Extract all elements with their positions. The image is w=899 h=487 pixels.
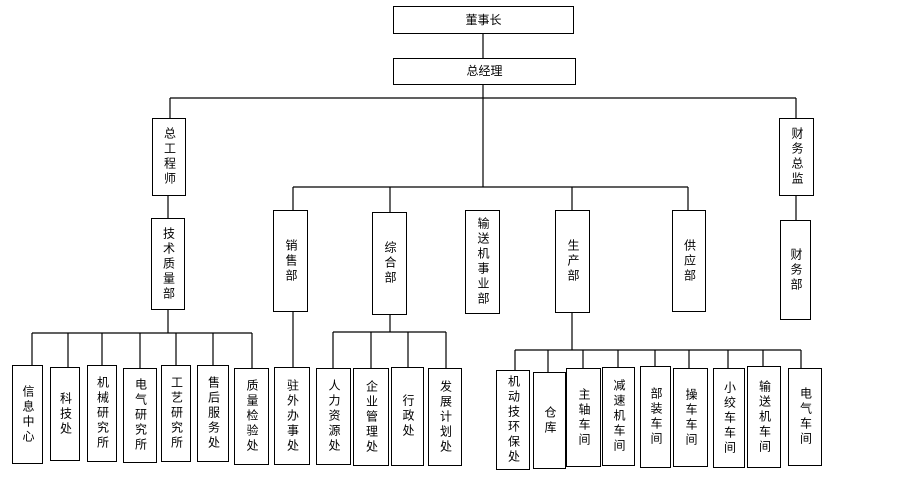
unit-box: 电气研究所 [123, 368, 157, 463]
sales-dept-box: 销售部 [273, 210, 308, 312]
unit-box: 信息中心 [12, 365, 43, 464]
unit-label: 人力资源处 [327, 379, 341, 454]
unit-label: 机械研究所 [95, 376, 110, 451]
unit-box: 人力资源处 [316, 368, 351, 465]
unit-label: 质量检验处 [245, 379, 259, 454]
unit-box: 售后服务处 [197, 365, 229, 462]
unit-label: 科技处 [58, 391, 73, 437]
unit-box: 仓库 [533, 372, 566, 469]
unit-box: 驻外办事处 [274, 367, 310, 465]
unit-box: 电气车间 [788, 368, 822, 466]
unit-box: 操车车间 [673, 368, 708, 467]
unit-label: 机动技环保处 [506, 375, 521, 465]
unit-label: 部装车间 [649, 387, 663, 447]
sales-dept-label: 销售部 [284, 238, 298, 284]
general-manager-label: 总经理 [466, 64, 503, 78]
tech-quality-dept-label: 技术质量部 [161, 226, 176, 302]
supply-dept-label: 供应部 [682, 238, 697, 284]
unit-label: 仓库 [543, 405, 557, 436]
finance-director-label: 财务总监 [790, 127, 804, 187]
unit-box: 输送机车间 [747, 366, 781, 468]
chairman-box: 董事长 [393, 6, 574, 34]
unit-label: 主轴车间 [577, 387, 591, 448]
conveyor-business-dept-box: 输送机事业部 [465, 210, 500, 314]
conveyor-business-dept-label: 输送机事业部 [476, 217, 490, 307]
unit-box: 科技处 [50, 367, 80, 461]
general-affairs-dept-box: 综合部 [372, 212, 407, 315]
unit-box: 部装车间 [640, 366, 671, 468]
supply-dept-box: 供应部 [672, 210, 706, 312]
unit-label: 工艺研究所 [169, 376, 184, 451]
unit-box: 减速机车间 [602, 367, 635, 466]
unit-box: 机械研究所 [87, 365, 117, 462]
unit-label: 行政处 [401, 394, 415, 439]
unit-label: 售后服务处 [206, 376, 221, 451]
chief-engineer-box: 总工程师 [152, 118, 186, 196]
unit-label: 输送机车间 [757, 379, 772, 455]
unit-box: 质量检验处 [234, 368, 269, 465]
general-affairs-dept-label: 综合部 [383, 241, 397, 286]
unit-label: 驻外办事处 [285, 378, 300, 454]
unit-label: 小绞车车间 [722, 380, 737, 456]
unit-label: 电气车间 [798, 387, 813, 447]
unit-label: 操车车间 [684, 387, 698, 448]
unit-box: 机动技环保处 [496, 370, 530, 470]
unit-box: 发展计划处 [428, 368, 462, 466]
production-dept-label: 生产部 [566, 239, 580, 284]
tech-quality-dept-box: 技术质量部 [151, 218, 185, 310]
unit-label: 发展计划处 [438, 379, 453, 455]
unit-box: 工艺研究所 [161, 365, 191, 462]
finance-dept-box: 财务部 [780, 220, 811, 320]
finance-dept-label: 财务部 [789, 247, 803, 293]
unit-label: 减速机车间 [612, 379, 626, 454]
unit-box: 小绞车车间 [713, 368, 745, 468]
unit-label: 信息中心 [21, 384, 35, 445]
unit-label: 电气研究所 [133, 378, 148, 453]
unit-box: 企业管理处 [353, 368, 389, 466]
chief-engineer-label: 总工程师 [162, 127, 177, 187]
unit-box: 主轴车间 [566, 368, 601, 467]
unit-box: 行政处 [391, 367, 424, 466]
unit-label: 企业管理处 [364, 379, 379, 455]
production-dept-box: 生产部 [555, 210, 590, 313]
general-manager-box: 总经理 [393, 58, 576, 85]
chairman-label: 董事长 [465, 12, 502, 27]
finance-director-box: 财务总监 [779, 118, 814, 196]
